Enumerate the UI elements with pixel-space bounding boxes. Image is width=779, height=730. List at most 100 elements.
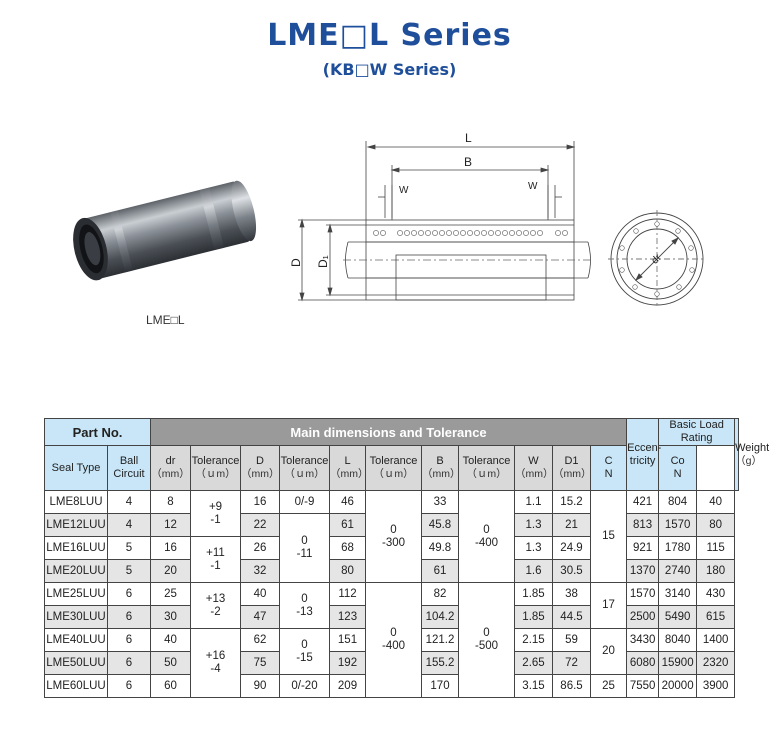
unit-mm: （mm） [553, 468, 592, 480]
cell-dr: 30 [150, 605, 191, 629]
cell-tol-dr: +11-1 [190, 536, 241, 583]
cell-tol-D: 0-15 [279, 628, 330, 675]
tol-lower: -300 [381, 536, 406, 549]
cell-seal: LME20LUU [44, 559, 108, 583]
cell-tol-dr: +13-2 [190, 582, 241, 629]
cell-ball: 4 [107, 490, 151, 514]
col-tol-L: Tolerance（ｕm） [365, 445, 422, 491]
cell-tol-D: 0/-9 [279, 490, 330, 514]
cell-C: 1570 [626, 582, 660, 606]
cell-D1: 15.2 [552, 490, 591, 514]
cell-ecc: 25 [589, 674, 628, 698]
header-weight: Weight （g） [734, 418, 769, 491]
col-W: W（mm） [514, 445, 554, 491]
cell-L: 61 [329, 513, 366, 537]
series-subtitle: (KB□W Series) [322, 60, 457, 79]
cell-L: 46 [329, 490, 366, 514]
cell-seal: LME25LUU [44, 582, 108, 606]
cell-ball: 6 [107, 651, 151, 675]
cell-L: 151 [329, 628, 366, 652]
unit-mm: （mm） [241, 468, 280, 480]
cell-seal: LME40LUU [44, 628, 108, 652]
cell-C: 2500 [626, 605, 660, 629]
cell-ball: 6 [107, 582, 151, 606]
cell-Co: 5490 [658, 605, 698, 629]
cell-B: 49.8 [421, 536, 459, 560]
cell-weight: 180 [696, 559, 736, 583]
cell-tol-L: 0-400 [365, 582, 422, 698]
tol-upper: 0 [390, 627, 397, 639]
cell-D: 26 [240, 536, 280, 560]
cell-L: 80 [329, 559, 366, 583]
cell-ecc: 15 [589, 490, 628, 583]
cell-weight: 1400 [696, 628, 736, 652]
cell-tol-dr: +9-1 [190, 490, 241, 537]
tol-upper: 0 [301, 638, 308, 651]
cell-weight: 3900 [696, 674, 736, 698]
tol-upper: +9 [208, 500, 223, 513]
label-D1: D₁ [316, 255, 330, 268]
cell-C: 7550 [626, 674, 660, 698]
tol-lower: -1 [210, 513, 221, 526]
cell-C: 813 [626, 513, 660, 537]
cell-L: 112 [329, 582, 366, 606]
cell-weight: 40 [696, 490, 736, 514]
table-row: LME20LUU 5 20 32 80 61 1.6 30.5 1370 274… [44, 559, 739, 583]
col-D: D（mm） [240, 445, 280, 491]
cell-C: 1370 [626, 559, 660, 583]
tol-upper: 0 [301, 592, 308, 605]
cell-tol-dr: +16-4 [190, 628, 241, 698]
cell-W: 1.3 [514, 513, 553, 537]
cell-ball: 6 [107, 605, 151, 629]
cell-W: 3.15 [514, 674, 553, 698]
tol-upper: +11 [206, 546, 225, 559]
cell-D1: 59 [552, 628, 591, 652]
cell-tol-B: 0-500 [458, 582, 515, 698]
cell-D1: 86.5 [552, 674, 591, 698]
cell-dr: 16 [150, 536, 191, 560]
cell-ball: 5 [107, 559, 151, 583]
cell-Co: 804 [658, 490, 698, 514]
header-main-dimensions: Main dimensions and Tolerance [149, 418, 628, 446]
cell-tol-L: 0-300 [365, 490, 422, 583]
cell-W: 1.1 [514, 490, 553, 514]
cell-dr: 20 [150, 559, 191, 583]
tol-lower: -15 [296, 651, 313, 664]
cell-D: 90 [240, 674, 280, 698]
tol-lower: -400 [474, 536, 499, 549]
col-tol-B: Tolerance（ｕm） [458, 445, 515, 491]
unit-um: （ｕm） [284, 468, 325, 480]
cell-C: 921 [626, 536, 660, 560]
cell-D: 47 [240, 605, 280, 629]
cell-ecc: 20 [589, 628, 628, 675]
cell-W: 1.3 [514, 536, 553, 560]
cell-seal: LME16LUU [44, 536, 108, 560]
cell-D1: 44.5 [552, 605, 591, 629]
cell-D1: 30.5 [552, 559, 591, 583]
header-basic-load: Basic Load Rating [658, 418, 736, 446]
col-B: B（mm） [421, 445, 461, 491]
cell-Co: 1780 [658, 536, 698, 560]
col-D-label: D [256, 455, 264, 467]
cell-B: 33 [421, 490, 459, 514]
label-D: D [289, 258, 303, 267]
cell-dr: 12 [150, 513, 191, 537]
cell-seal: LME30LUU [44, 605, 108, 629]
bushing-photo [73, 180, 257, 281]
cell-D: 40 [240, 582, 280, 606]
cell-dr: 25 [150, 582, 191, 606]
cell-D1: 72 [552, 651, 591, 675]
cell-D1: 24.9 [552, 536, 591, 560]
col-dr: dr（mm） [150, 445, 191, 491]
cell-ball: 6 [107, 628, 151, 652]
cell-seal: LME60LUU [44, 674, 108, 698]
cell-ball: 6 [107, 674, 151, 698]
col-dr-label: dr [165, 455, 176, 467]
cell-C: 3430 [626, 628, 660, 652]
cell-ecc: 17 [589, 582, 628, 629]
end-view-drawing: dr [608, 210, 706, 308]
tol-upper: 0 [390, 523, 397, 536]
tol-lower: -4 [210, 663, 221, 675]
cell-Co: 20000 [658, 674, 698, 698]
unit-um: （ｕm） [373, 468, 414, 480]
